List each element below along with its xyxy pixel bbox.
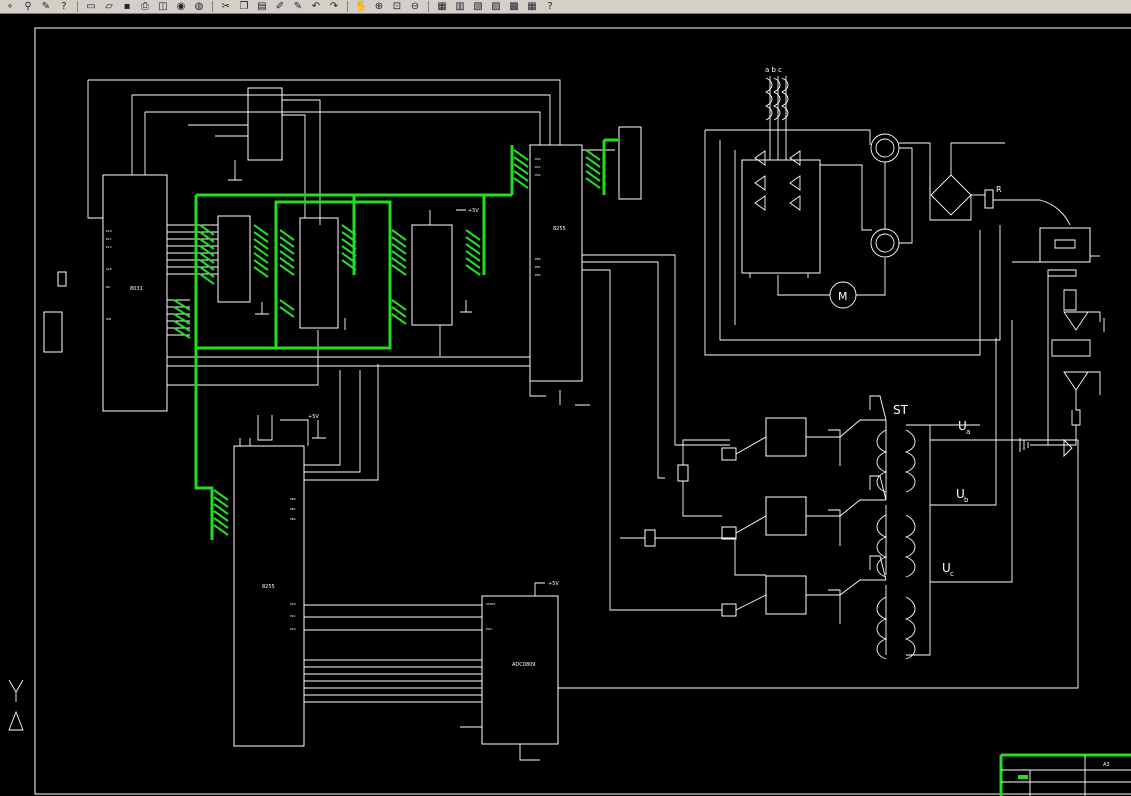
svg-text:PB0: PB0 (290, 497, 296, 501)
ua-label: U (958, 419, 967, 433)
sheet-set-icon[interactable]: ▨ (491, 1, 501, 12)
ppi-lower-label: 8255 (262, 584, 275, 590)
toolbar-separator (347, 1, 348, 12)
help-pointer-icon[interactable]: ? (61, 1, 67, 12)
svg-text:PB1: PB1 (290, 507, 296, 511)
crystal (57, 271, 67, 287)
snap-icon[interactable]: ∘ (6, 1, 14, 12)
paste-icon[interactable]: ▤ (257, 1, 267, 12)
zoom-realtime-icon[interactable]: ⊕ (374, 1, 384, 12)
svg-text:ALE: ALE (106, 267, 112, 271)
latch-chip-top (247, 87, 283, 161)
title-block[interactable]: A3 (999, 753, 1131, 796)
keypad-block (43, 311, 63, 353)
zoom-window-icon[interactable]: ⊡ (392, 1, 402, 12)
redo-icon[interactable]: ↷ (329, 1, 339, 12)
ppi-chip-right (529, 144, 583, 382)
svg-text:PB1: PB1 (535, 265, 541, 269)
tachometer-block (1039, 227, 1091, 263)
rectifier-bridge (930, 174, 972, 216)
latch-chip-2 (299, 217, 339, 329)
toolbar-separator (77, 1, 78, 12)
help-icon[interactable]: ? (547, 1, 553, 12)
open-file-icon[interactable]: ▱ (105, 1, 113, 12)
pen-icon[interactable]: ✎ (41, 1, 51, 12)
tool-palettes-icon[interactable]: ▧ (473, 1, 483, 12)
cpu-chip (102, 174, 168, 412)
svg-text:+5V: +5V (548, 581, 559, 587)
preview-icon[interactable]: ◫ (158, 1, 168, 12)
markup-icon[interactable]: ▩ (509, 1, 519, 12)
svg-text:WR: WR (106, 317, 111, 321)
print-icon[interactable]: ⎙ (141, 1, 149, 12)
cpu-label: 8031 (130, 286, 143, 292)
adc-chip (481, 595, 559, 745)
highlighted-bus[interactable] (173, 138, 618, 540)
copy-icon[interactable]: ❐ (239, 1, 249, 12)
properties-icon[interactable]: ▦ (437, 1, 447, 12)
current-sensor-2 (870, 228, 900, 258)
design-center-icon[interactable]: ▥ (455, 1, 465, 12)
drawing-frame (34, 27, 1131, 795)
circuit-schematic: .w { stroke:#fff; stroke-width:0.9; fill… (8, 27, 1131, 796)
st-label: ST (893, 403, 909, 417)
drawing-canvas[interactable]: .w { stroke:#fff; stroke-width:0.9; fill… (0, 15, 1131, 796)
zoom-previous-icon[interactable]: ⊖ (410, 1, 420, 12)
current-sensor-1 (870, 133, 900, 163)
standard-toolbar: ∘ ⚲ ✎? ▭ ▱ ▪ ⎙ ◫ ◉ ◍ ✂ ❐ ▤ ✐ ✎ ↶ ↷ ✋ ⊕ ⊡ ⊖ ▦ ▥ ▧ ▨ ▩ ▦? (0, 0, 1131, 14)
svg-text:PB0: PB0 (535, 257, 541, 261)
svg-text:PB2: PB2 (535, 273, 541, 277)
display-block (618, 126, 642, 200)
svg-text:PB2: PB2 (290, 517, 296, 521)
cut-icon[interactable]: ✂ (221, 1, 231, 12)
svg-text:PC0: PC0 (290, 602, 296, 606)
svg-text:P12: P12 (106, 245, 112, 249)
svg-text:P10: P10 (106, 229, 112, 233)
publish-icon[interactable]: ◉ (176, 1, 186, 12)
uc-label: U (942, 561, 951, 575)
svg-text:PC1: PC1 (290, 614, 296, 618)
svg-text:PA1: PA1 (535, 165, 541, 169)
svg-text:P11: P11 (106, 237, 112, 241)
trigger-a (765, 417, 807, 457)
svg-text:b: b (964, 496, 969, 504)
save-icon[interactable]: ▪ (123, 1, 131, 12)
svg-text:A3: A3 (1103, 762, 1110, 768)
block-editor-icon[interactable]: ✎ (293, 1, 303, 12)
motor-symbol (829, 281, 857, 309)
svg-text:+5V: +5V (308, 414, 319, 420)
adc-label: ADC0809 (512, 662, 536, 668)
svg-text:PA0: PA0 (535, 157, 541, 161)
match-properties-icon[interactable]: ✐ (275, 1, 285, 12)
abc-label: a b c (765, 66, 782, 74)
latch-chip-1 (217, 215, 251, 303)
pan-icon[interactable]: ✋ (354, 1, 368, 12)
undo-icon[interactable]: ↶ (311, 1, 321, 12)
svg-text:RD: RD (106, 285, 111, 289)
trigger-c (765, 575, 807, 615)
svg-text:R: R (996, 185, 1002, 194)
toolbar-separator (212, 1, 213, 12)
svg-text:START: START (486, 602, 495, 606)
calculator-icon[interactable]: ▦ (527, 1, 537, 12)
svg-text:+5V: +5V (468, 208, 479, 214)
ub-label: U (956, 487, 965, 501)
svg-text:M: M (838, 290, 848, 303)
toolbar-separator (428, 1, 429, 12)
ppi-right-label: 8255 (553, 226, 566, 232)
latch-chip-3 (411, 224, 453, 326)
web-icon[interactable]: ◍ (194, 1, 204, 12)
svg-text:PC2: PC2 (290, 627, 296, 631)
ucs-icon (8, 679, 24, 731)
svg-text:c: c (950, 570, 954, 578)
svg-text:PA2: PA2 (535, 173, 541, 177)
trigger-b (765, 496, 807, 536)
svg-text:a: a (966, 428, 970, 436)
zoom-realtime-icon[interactable]: ⚲ (24, 1, 32, 12)
ppi-chip-lower (233, 445, 305, 747)
svg-text:EOC: EOC (486, 627, 492, 631)
new-file-icon[interactable]: ▭ (86, 1, 96, 12)
thyristor-bridge (741, 159, 821, 274)
